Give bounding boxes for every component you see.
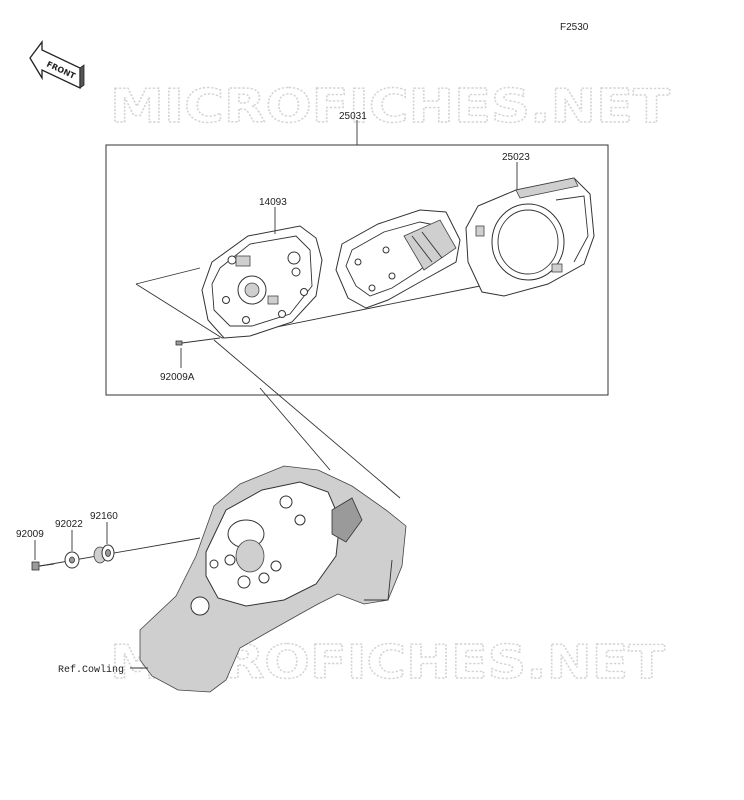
- meter-case-lower: [201, 225, 323, 339]
- damper-92160: [93, 544, 115, 564]
- label-92009: 92009: [16, 529, 44, 540]
- cowling-reference: [139, 465, 407, 693]
- label-14093: 14093: [259, 197, 287, 208]
- screw-92009a: [175, 337, 221, 346]
- label-92022: 92022: [55, 519, 83, 530]
- watermark-top: MICROFICHES.NET: [110, 79, 671, 133]
- label-92009a: 92009A: [160, 372, 195, 383]
- washer-92022: [64, 551, 80, 569]
- figure-code: F2530: [560, 22, 589, 33]
- label-25023: 25023: [502, 152, 530, 163]
- label-25031: 25031: [339, 111, 367, 122]
- bolt-92009: [31, 561, 55, 571]
- label-ref-cowling: Ref.Cowling: [58, 664, 124, 676]
- meter-cover-upper: [465, 177, 595, 297]
- label-92160: 92160: [90, 511, 118, 522]
- front-arrow-icon: FRONT: [29, 40, 85, 90]
- meter-body: [335, 209, 461, 309]
